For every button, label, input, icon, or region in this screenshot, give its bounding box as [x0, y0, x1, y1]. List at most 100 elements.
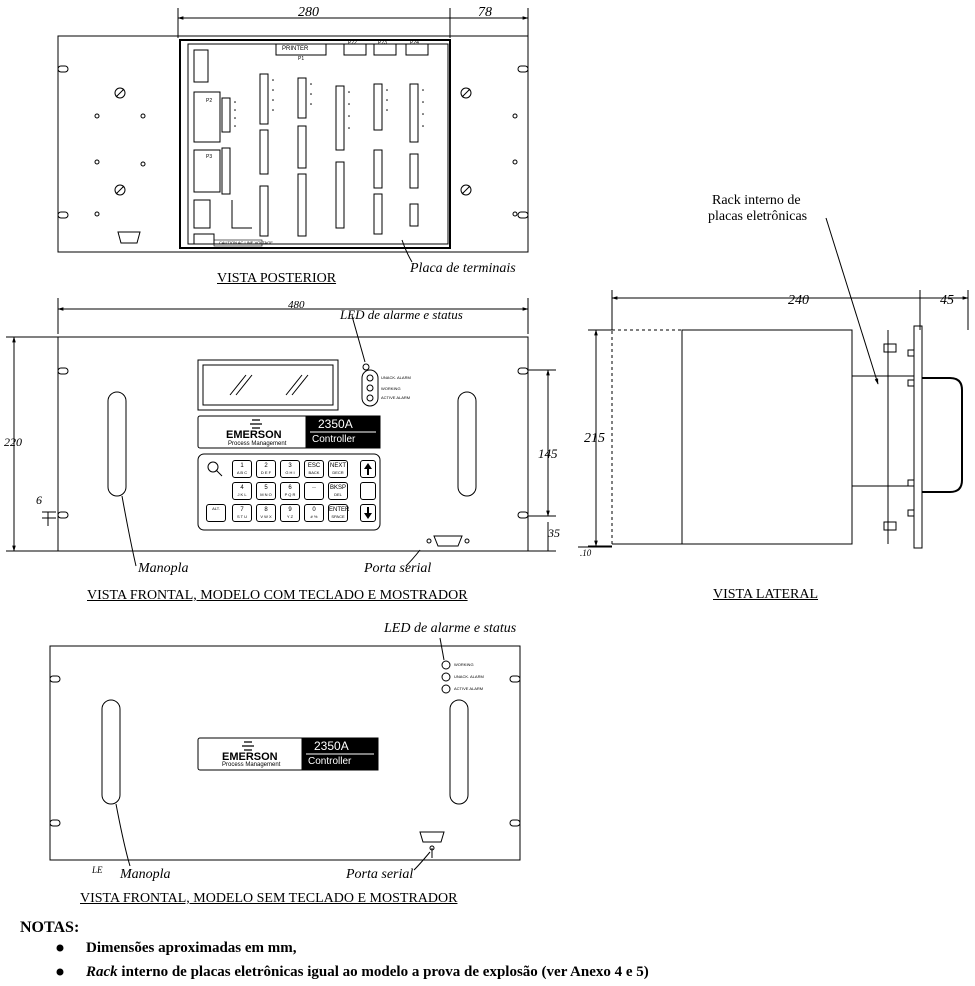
key-top-label: ENTER — [329, 507, 350, 513]
bullet-1 — [56, 944, 64, 952]
brand-name: EMERSON — [226, 429, 282, 441]
key-top-label: 6 — [288, 485, 292, 491]
key-bottom-label: J K L — [237, 492, 247, 497]
key-bottom-label: A B C — [236, 470, 248, 475]
key-bottom-label: V W X — [260, 514, 272, 519]
led-housing — [361, 369, 379, 407]
notes-title: NOTAS: — [20, 919, 80, 936]
key-top-label: 0 — [312, 507, 316, 513]
key-top-label: 8 — [264, 507, 268, 513]
rear-p1-label: P1 — [298, 56, 305, 62]
side-caption: VISTA LATERAL — [713, 587, 819, 602]
key-14[interactable]: 0# % — [304, 504, 324, 522]
front-keypad-caption: VISTA FRONTAL, MODELO COM TECLADO E MOST… — [87, 588, 468, 603]
bullet-2 — [56, 968, 64, 976]
side-handle — [922, 377, 963, 493]
arrow-up-icon — [364, 463, 372, 475]
rear-dim-ext: 78 — [478, 5, 492, 20]
led-label-plain: LED de alarme e status — [384, 621, 517, 636]
model-sub: Controller — [312, 434, 356, 445]
serial-label-front: Porta serial — [364, 561, 432, 576]
plain-right-handle — [449, 699, 469, 805]
keypad-keys — [204, 458, 376, 528]
rear-caption: VISTA POSTERIOR — [217, 271, 337, 286]
side-dashed-envelope — [611, 329, 683, 545]
rear-view — [57, 8, 529, 263]
brand-sub: Process Management — [228, 441, 287, 447]
serial-port-plain — [419, 831, 445, 843]
handle-label-plain: Manopla — [120, 867, 171, 882]
plain-led-working: WORKING — [454, 662, 474, 667]
note-2-rest: interno de placas eletrônicas igual ao m… — [117, 964, 649, 980]
side-dim-depth: 240 — [788, 293, 809, 308]
front-plain-view — [49, 637, 521, 871]
plain-led-unack: UNACK. ALARM — [454, 674, 484, 679]
plain-brand-logo-mark — [242, 741, 254, 751]
plain-brand-sub: Process Management — [222, 762, 281, 768]
key-10[interactable]: ALT. — [206, 504, 226, 522]
front-dim-height: 220 — [4, 435, 22, 449]
front-dim-side: 6 — [36, 493, 42, 507]
plain-led-active: ACTIVE ALARM — [454, 686, 484, 691]
plain-corner-mark: LE — [92, 865, 103, 875]
terminal-strips — [221, 73, 419, 237]
display — [197, 359, 339, 411]
side-body — [681, 329, 853, 545]
note-1: Dimensões aproximadas em mm, — [86, 940, 297, 956]
rear-terminal-label: Placa de terminais — [410, 261, 516, 276]
rear-p3-label: P3 — [206, 154, 213, 160]
key-top-label: 1 — [240, 463, 244, 469]
front-plain-caption: VISTA FRONTAL, MODELO SEM TECLADO E MOST… — [80, 891, 458, 906]
key-bottom-label: S T U — [236, 514, 248, 519]
key-top-label: BKSP — [329, 485, 346, 491]
wrench-icon — [204, 458, 224, 478]
key-top-label: 9 — [288, 507, 292, 513]
serial-label-plain: Porta serial — [346, 867, 414, 882]
arrow-up-key[interactable] — [360, 460, 376, 478]
front-dim-display: 145 — [538, 446, 558, 461]
side-rack — [851, 375, 915, 487]
rear-db-connector — [117, 231, 141, 244]
led-item-working: WORKING — [381, 386, 401, 391]
plain-panel — [49, 645, 521, 861]
key-bottom-label: ALT. — [212, 506, 220, 511]
note-2-em: Rack — [86, 964, 118, 980]
terminal-board — [179, 39, 451, 249]
brand-logo-mark — [250, 419, 262, 429]
arrow-down-key[interactable] — [360, 504, 376, 522]
side-dim-front: 45 — [940, 293, 954, 308]
key-bottom-label: D E F — [260, 470, 272, 475]
key-bottom-label: — — [312, 484, 316, 489]
rear-strip-dots — [234, 79, 424, 129]
model-name: 2350A — [318, 417, 353, 431]
rear-p2-label: P2 — [206, 98, 213, 104]
plain-model-sub: Controller — [308, 756, 352, 767]
rear-dim-width: 280 — [298, 5, 319, 20]
key-8[interactable]: — — [304, 482, 324, 500]
note-2: Rack interno de placas eletrônicas igual… — [86, 965, 649, 980]
side-dim-small: .10 — [580, 548, 592, 558]
arrow-blank-key[interactable] — [360, 482, 376, 500]
front-dim-bottom: 35 — [548, 526, 560, 540]
led-item-unack: UNACK. ALARM — [381, 375, 411, 380]
key-top-label: 2 — [264, 463, 268, 469]
side-dim-height: 215 — [584, 431, 605, 446]
key-bottom-label: DECR — [332, 470, 344, 475]
key-top-label: 3 — [288, 463, 292, 469]
key-bottom-label: SPACE — [331, 514, 345, 519]
key-top-label: 5 — [264, 485, 268, 491]
rear-bottom-strip: CAUTION AC LINE VOLTAGE — [219, 240, 273, 245]
